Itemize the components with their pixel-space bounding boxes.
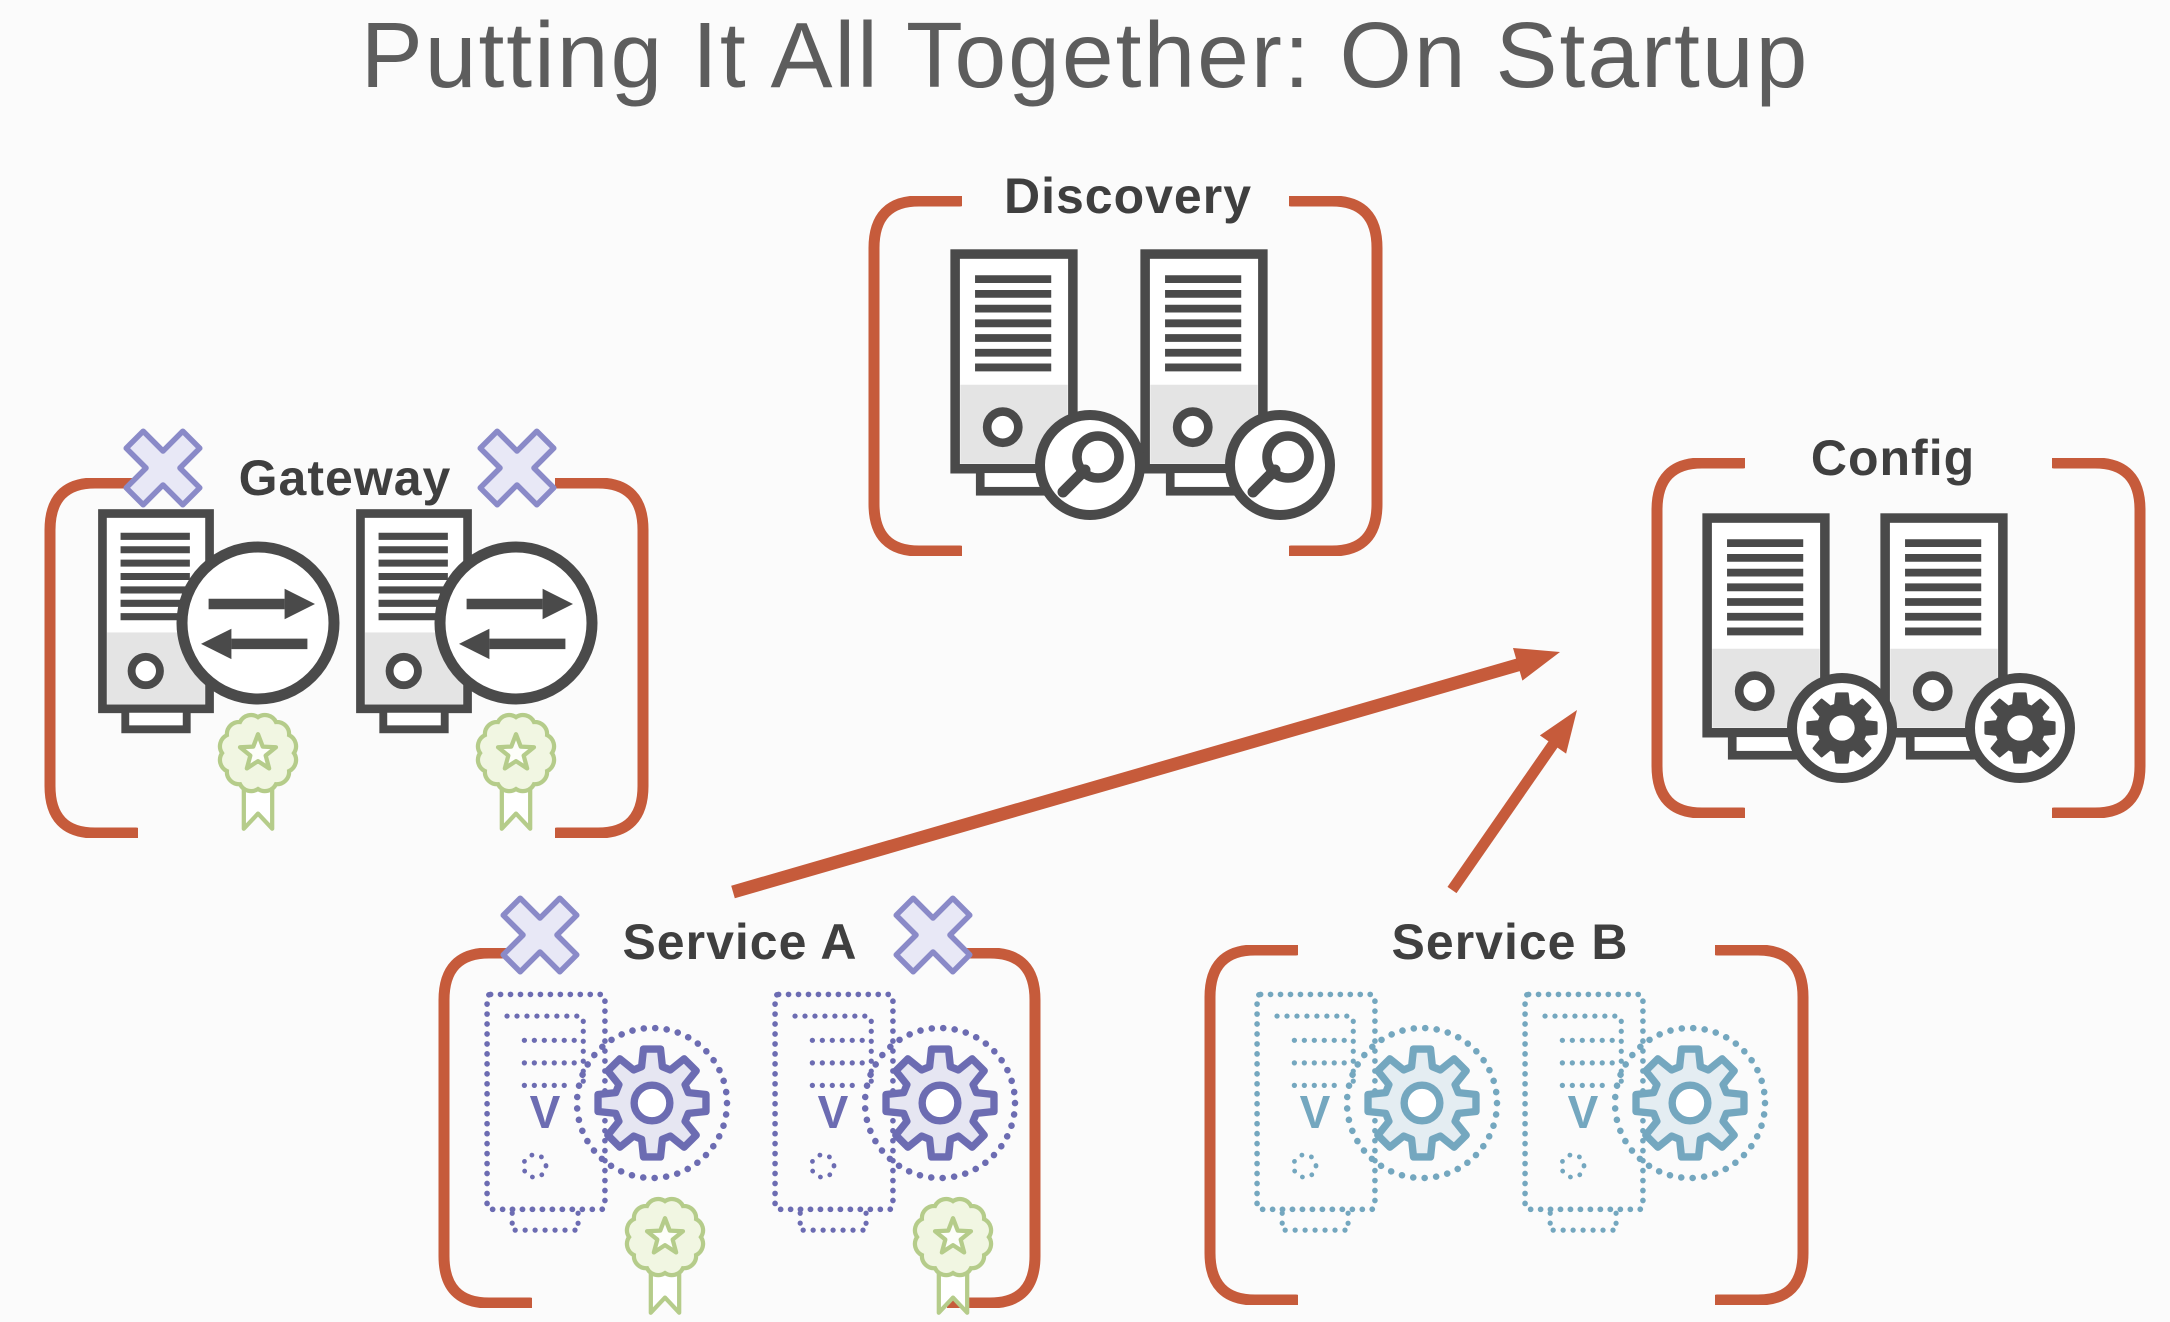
gear-icon [886,1049,994,1157]
version-letter: V [1300,1086,1331,1138]
group-label: Service B [1392,914,1629,970]
award-ribbon-icon [478,715,554,829]
group-discovery: Discovery [865,168,1385,560]
bracket-left-icon [1210,950,1296,1300]
x-mark-icon [876,878,989,991]
badge-dotted-circle [1611,1024,1769,1182]
bracket-right-icon [2054,463,2140,813]
version-letter: V [818,1086,849,1138]
group-label: Discovery [1004,168,1252,224]
group-label: Gateway [239,450,452,506]
group-label: Service A [622,914,857,970]
badge-dotted-circle [573,1024,731,1182]
gear-icon [1806,692,1878,764]
badge-circle [176,541,340,705]
bracket-left-icon [874,201,960,551]
x-mark-icon [460,411,573,524]
award-ribbon-icon [627,1199,703,1313]
arrow-service-a-to-config [731,648,1560,899]
badge-circle [434,541,598,705]
x-mark-icon [483,878,596,991]
award-ribbon-icon [220,715,296,829]
group-service-b: Service B V V [1195,914,1825,1305]
group-gateway: Gateway [28,428,653,840]
version-letter: V [530,1086,561,1138]
gear-icon [1636,1049,1744,1157]
arrow-service-b-to-config [1447,710,1577,894]
badge-dotted-circle [1343,1024,1501,1182]
group-config: Config [1635,430,2155,820]
award-ribbon-icon [915,1199,991,1313]
gear-icon [1984,692,2056,764]
x-mark-icon [106,411,219,524]
slide-title: Putting It All Together: On Startup [360,3,1810,107]
version-letter: V [1568,1086,1599,1138]
gear-icon [1368,1049,1476,1157]
gear-icon [598,1049,706,1157]
group-label: Config [1811,430,1975,486]
badge-dotted-circle [861,1024,1019,1182]
group-service-a: Service A V V [425,885,1055,1322]
